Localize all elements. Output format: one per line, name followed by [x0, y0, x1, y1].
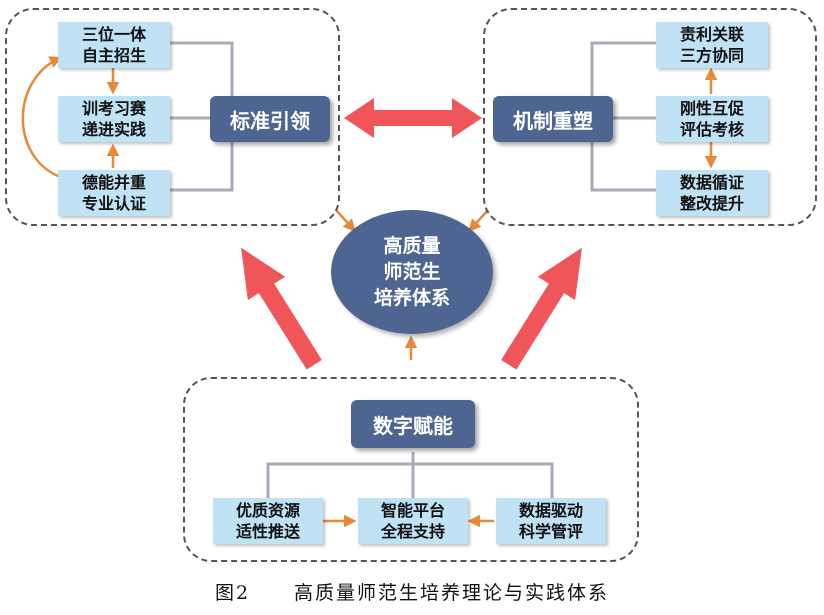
center-orange-arrows: [335, 209, 489, 360]
figure-number: 图2: [214, 582, 251, 604]
left-item-1: 三位一体 自主招生: [58, 22, 170, 68]
bottom-item-1: 优质资源 适性推送: [213, 498, 323, 544]
center-core-system: 高质量 师范生 培养体系: [331, 210, 493, 334]
figure-title: 高质量师范生培养理论与实践体系: [294, 582, 610, 604]
right-item-3: 数据循证 整改提升: [656, 170, 768, 216]
right-item-2: 刚性互促 评估考核: [656, 96, 768, 142]
figure-caption: 图2 高质量师范生培养理论与实践体系: [0, 578, 824, 605]
bottom-hub-digital: 数字赋能: [351, 400, 475, 448]
left-item-2: 训考习赛 递进实践: [58, 96, 170, 142]
right-group-frame: [483, 8, 817, 226]
red-up-arrow-left: [241, 247, 322, 370]
bottom-connectors: [266, 452, 554, 500]
bottom-item-3: 数据驱动 科学管评: [496, 498, 606, 544]
left-orange-arrows: [21, 56, 120, 180]
bottom-item-2: 智能平台 全程支持: [358, 498, 468, 544]
left-group-frame: [5, 8, 340, 226]
left-item-3: 德能并重 专业认证: [58, 170, 170, 216]
red-up-arrow-right: [501, 247, 582, 370]
right-item-1: 责利关联 三方协同: [656, 22, 768, 68]
bottom-group-frame: [183, 377, 639, 562]
double-arrow-icon: [344, 98, 482, 138]
right-hub-mechanism: 机制重塑: [493, 96, 613, 142]
left-hub-standard: 标准引领: [210, 96, 330, 142]
